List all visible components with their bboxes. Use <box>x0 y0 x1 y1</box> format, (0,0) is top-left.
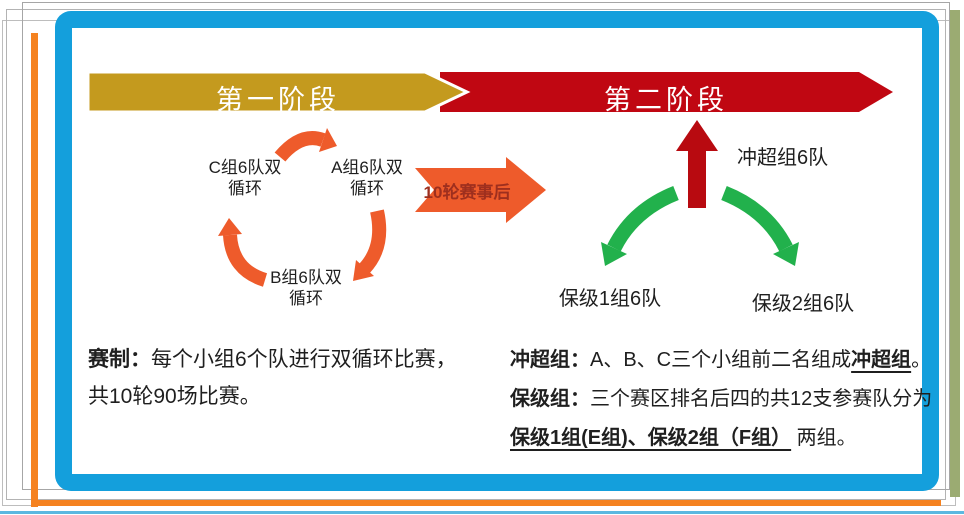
stage1-banner-label: 第一阶段 <box>216 85 340 115</box>
stacked-paper-frame-middle <box>6 9 946 500</box>
group-a-label: A组6队双 循环 <box>319 157 415 199</box>
format-note: 赛制：每个小组6个队进行双循环比赛， 共10轮90场比赛。 <box>88 341 457 415</box>
promotion-note-suffix: 。 <box>911 349 932 371</box>
promotion-note-emphasis: 冲超组 <box>851 349 912 371</box>
relegation-group1-label: 保级1组6队 <box>558 288 662 310</box>
promotion-note-title: 冲超组： <box>510 349 590 371</box>
group-c-line2: 循环 <box>228 179 262 198</box>
olive-accent-bar <box>950 10 960 497</box>
promotion-note-line: 冲超组：A、B、C三个小组前二名组成冲超组。 <box>510 341 932 380</box>
relegation-note-line2: 保级1组(E组)、保级2组（F组） 两组。 <box>510 419 932 458</box>
relegation-note-line1: 保级组：三个赛区排名后四的共12支参赛队分为 <box>510 380 932 419</box>
blue-accent-line-bottom <box>0 511 964 514</box>
format-note-line1: 赛制：每个小组6个队进行双循环比赛， <box>88 341 457 378</box>
group-a-line2: 循环 <box>350 179 384 198</box>
format-note-title: 赛制： <box>88 348 151 371</box>
orange-accent-bar-bottom <box>31 500 941 506</box>
format-note-line2: 共10轮90场比赛。 <box>88 378 457 415</box>
format-note-body2: 共10轮90场比赛。 <box>88 385 261 408</box>
relegation-note-body: 三个赛区排名后四的共12支参赛队分为 <box>590 388 933 410</box>
relegation-note-suffix: 两组。 <box>791 427 857 449</box>
relegation-group2-label: 保级2组6队 <box>751 293 855 315</box>
stage2-banner-label: 第二阶段 <box>604 85 728 115</box>
format-note-body: 每个小组6个队进行双循环比赛， <box>151 348 457 371</box>
relegation-note-emphasis: 保级1组(E组)、保级2组（F组） <box>510 427 792 449</box>
transition-arrow-label: 10轮赛事后 <box>423 183 511 202</box>
group-a-line1: A组6队双 <box>331 158 403 177</box>
relegation-note-title: 保级组： <box>510 388 590 410</box>
promotion-group-label: 冲超组6队 <box>737 147 829 169</box>
group-b-line2: 循环 <box>289 289 323 308</box>
group-c-line1: C组6队双 <box>208 158 282 177</box>
group-c-label: C组6队双 循环 <box>197 157 293 199</box>
group-b-line1: B组6队双 <box>270 268 342 287</box>
orange-accent-bar-left <box>31 33 38 507</box>
promotion-note-body: A、B、C三个小组前二名组成 <box>590 349 852 371</box>
groups-note: 冲超组：A、B、C三个小组前二名组成冲超组。 保级组：三个赛区排名后四的共12支… <box>510 341 932 458</box>
group-b-label: B组6队双 循环 <box>258 267 354 309</box>
